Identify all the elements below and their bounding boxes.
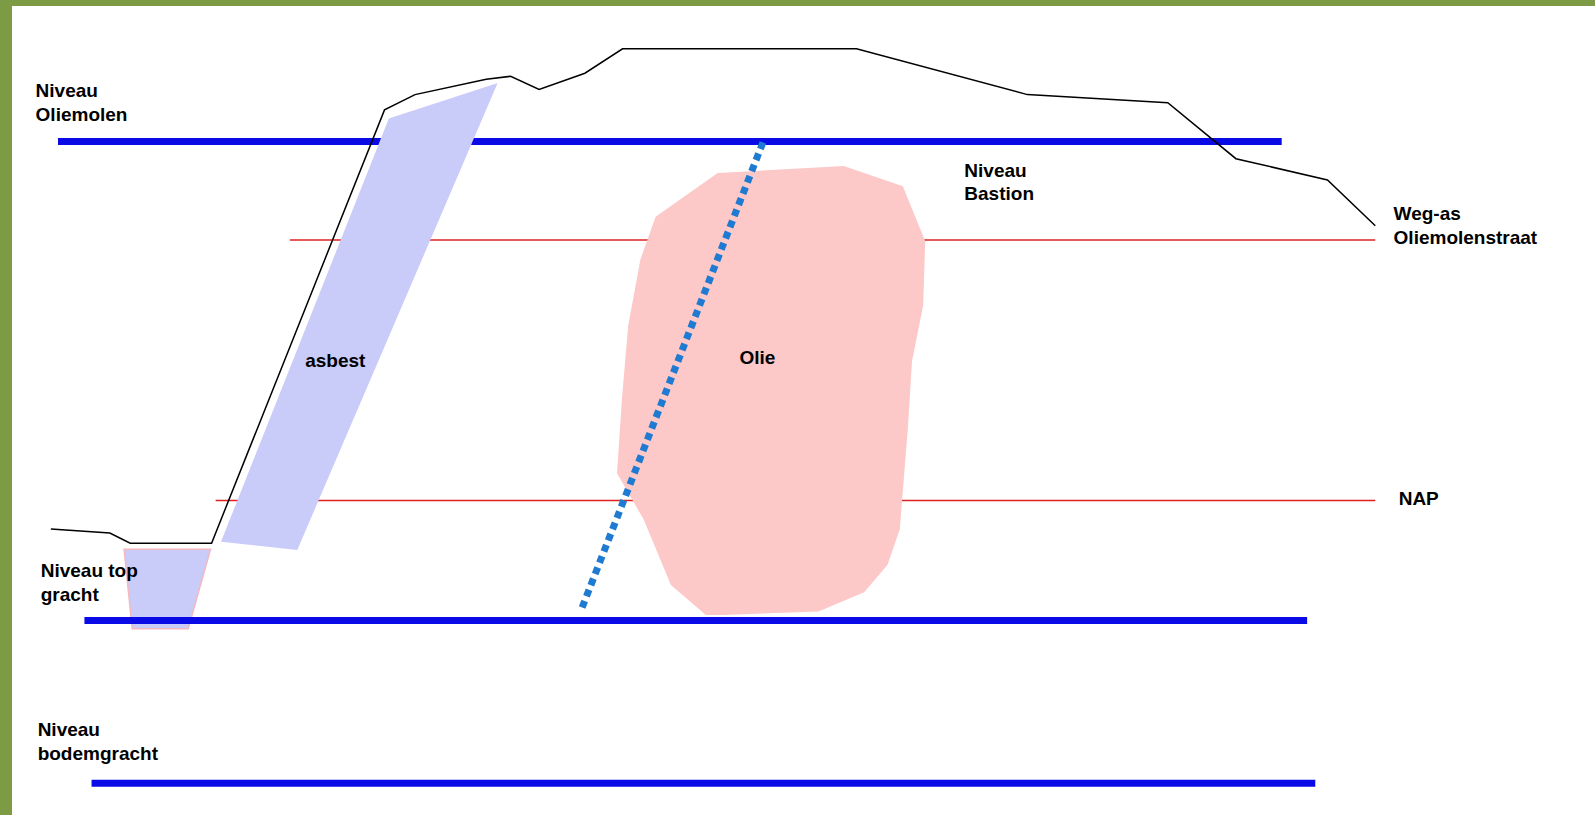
level-label: Niveau bodemgracht	[38, 718, 173, 766]
level-label: Niveau top gracht	[41, 559, 159, 607]
dotted-line	[582, 142, 763, 608]
zone-label: Olie	[740, 346, 776, 370]
ground-profile	[51, 49, 1375, 543]
reference-label: NAP	[1399, 487, 1459, 511]
level-line	[84, 617, 1307, 624]
level-line	[92, 780, 1316, 787]
zone-label: asbest	[305, 349, 365, 373]
asbestos-zone: asbest	[221, 83, 498, 550]
level-line	[58, 138, 1282, 145]
shape-outline	[221, 83, 498, 550]
road-label: Weg-as Oliemolenstraat	[1394, 202, 1559, 250]
shape-fill	[221, 83, 498, 550]
level-label: Niveau Bastion	[964, 159, 1059, 207]
level-label: Niveau Oliemolen	[36, 79, 154, 127]
